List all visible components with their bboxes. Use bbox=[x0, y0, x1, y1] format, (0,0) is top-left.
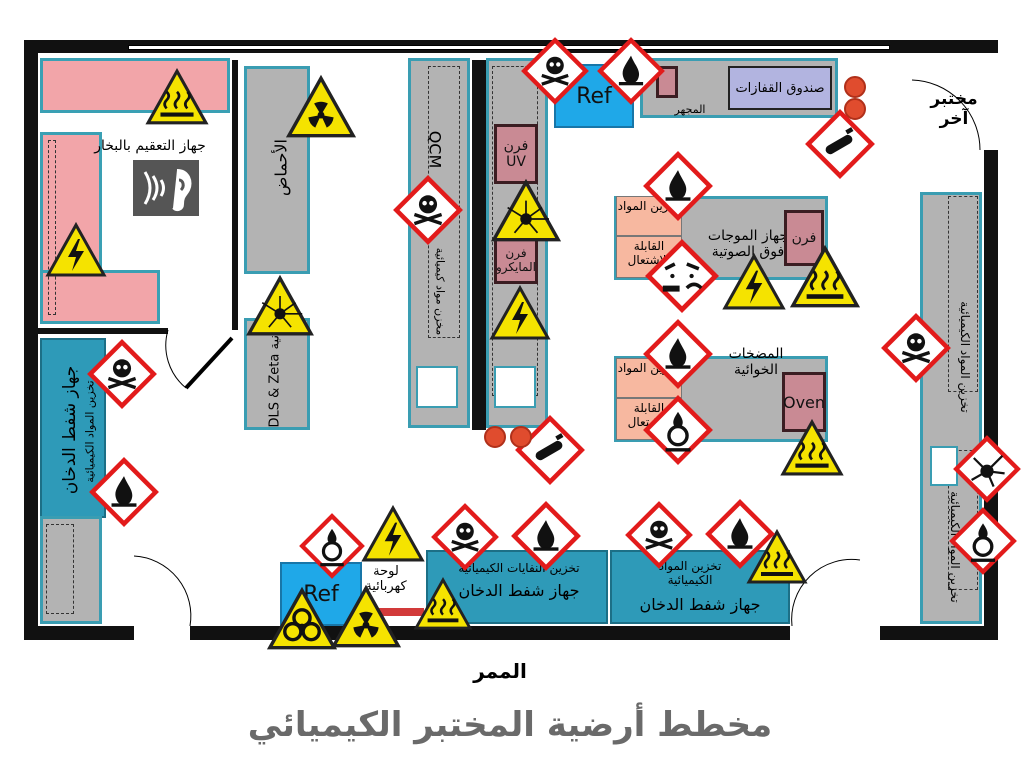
toxic-skull-icon bbox=[521, 37, 589, 105]
flammable-icon bbox=[643, 151, 713, 221]
radiation-icon bbox=[285, 74, 357, 138]
oxidizer-icon bbox=[949, 507, 1017, 575]
corridor-label: الممر bbox=[473, 659, 527, 683]
gas-tank-2 bbox=[844, 98, 866, 120]
ref-top-label: Ref bbox=[576, 83, 612, 109]
page-title: مخطط أرضية المختبر الكيميائي bbox=[247, 705, 773, 745]
right-storage-top-label: تخزين المواد الكيميائية bbox=[958, 301, 972, 413]
high-voltage-icon bbox=[722, 252, 786, 310]
left-lower-bench bbox=[40, 516, 102, 624]
gas-cylinder-icon bbox=[805, 109, 875, 179]
hot-surface-icon bbox=[789, 244, 861, 308]
oven-main: Oven bbox=[782, 372, 826, 432]
toxic-skull-icon bbox=[881, 313, 951, 383]
gas-tank-1 bbox=[844, 76, 866, 98]
explosive-icon bbox=[953, 435, 1021, 503]
dashed-area-left bbox=[48, 140, 56, 315]
hot-surface-icon bbox=[780, 418, 844, 476]
electrical-panel-label: لوحة كهربائية bbox=[365, 564, 407, 594]
oven-main-label: Oven bbox=[782, 392, 826, 412]
glove-box: صندوق القفازات bbox=[728, 66, 832, 110]
dashed-area-left-lower bbox=[46, 524, 74, 614]
wall-divider-vertical bbox=[232, 60, 238, 330]
fume-hood-2-label: جهاز شفط الدخان bbox=[639, 595, 761, 614]
microwave-oven-label: فرن المايكرو bbox=[496, 246, 536, 274]
toxic-skull-icon bbox=[625, 501, 693, 569]
noise-hazard-icon bbox=[133, 160, 199, 216]
qcm-sink bbox=[416, 366, 458, 408]
dashed-area-right-top bbox=[948, 196, 978, 392]
electrical-panel-strip bbox=[364, 608, 424, 616]
chem-storage-1-label: مخزن مواد كيميائية bbox=[433, 247, 447, 336]
oven-small: فرن bbox=[784, 210, 824, 266]
oxidizer-icon bbox=[643, 395, 713, 465]
wall-bench-divider bbox=[472, 60, 486, 430]
wall-bottom-left bbox=[24, 626, 134, 640]
hot-surface-icon bbox=[410, 576, 476, 630]
ultrasonic-label: جهاز الموجات فوق الصوتية bbox=[707, 228, 789, 261]
laser-icon bbox=[488, 178, 564, 242]
wall-divider-horizontal bbox=[38, 328, 168, 334]
high-voltage-icon bbox=[360, 504, 426, 562]
flammable-icon bbox=[643, 319, 713, 389]
counter-top-left bbox=[40, 58, 230, 113]
chem-storage-bottom-label: تخزين المواد الكيميائية bbox=[658, 559, 722, 587]
glove-box-label: صندوق القفازات bbox=[735, 80, 825, 96]
wall-bottom-right bbox=[880, 626, 998, 640]
qcm-label: QCM bbox=[425, 130, 445, 169]
fume-hood-1-label: جهاز شفط الدخان bbox=[458, 581, 580, 600]
high-voltage-icon bbox=[489, 284, 551, 340]
counter-left-bottom bbox=[40, 270, 160, 324]
flammable-icon bbox=[89, 457, 159, 527]
laser-icon bbox=[244, 274, 316, 336]
oven-bench-sink bbox=[494, 366, 536, 408]
toxic-skull-icon bbox=[393, 175, 463, 245]
microscope-label: المجهر bbox=[674, 103, 706, 116]
other-lab-label: مختبر آخر bbox=[930, 89, 978, 129]
flammable-icon bbox=[705, 499, 775, 569]
uv-oven-label: فرن UV bbox=[503, 138, 529, 170]
gas-tank-4 bbox=[510, 426, 532, 448]
acids-bench bbox=[244, 66, 310, 274]
toxic-skull-icon bbox=[87, 339, 157, 409]
gas-cylinder-icon bbox=[515, 415, 585, 485]
wall-left bbox=[24, 40, 38, 640]
steam-sterilizer-label: جهاز التعقيم بالبخار bbox=[94, 138, 206, 154]
gas-tank-3 bbox=[484, 426, 506, 448]
right-sink bbox=[930, 446, 958, 486]
fume-hood-left-label: جهاز شفط الدخان bbox=[60, 365, 80, 495]
biohazard-icon bbox=[266, 586, 338, 650]
dls-zeta-bench bbox=[244, 318, 310, 430]
toxic-skull-icon bbox=[431, 503, 499, 571]
oven-small-label: فرن bbox=[791, 230, 817, 246]
corrosive-icon bbox=[645, 239, 719, 313]
radiation-icon bbox=[330, 584, 402, 648]
vacuum-pumps-label: المضخات الخوائية bbox=[728, 346, 784, 379]
flammable-icon bbox=[597, 37, 665, 105]
wall-top-right bbox=[964, 40, 998, 53]
hot-surface-icon bbox=[145, 66, 209, 128]
flammable-icon bbox=[511, 501, 581, 571]
microwave-oven: فرن المايكرو bbox=[494, 236, 538, 284]
hot-surface-icon bbox=[746, 528, 808, 584]
uv-oven: فرن UV bbox=[494, 124, 538, 184]
oxidizer-icon bbox=[299, 513, 365, 579]
high-voltage-icon bbox=[45, 221, 107, 278]
window-top bbox=[128, 45, 890, 50]
